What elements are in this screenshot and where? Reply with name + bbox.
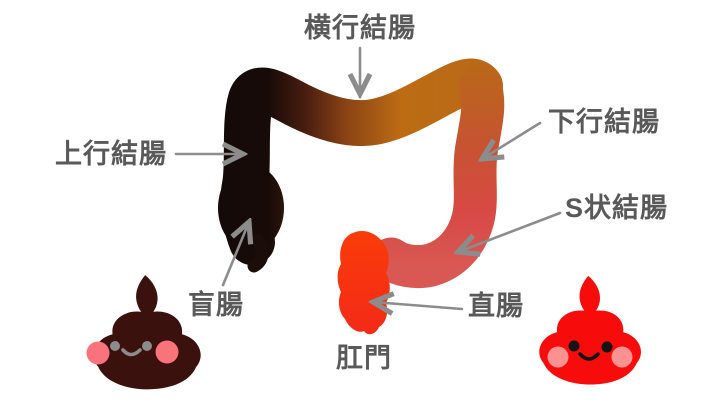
pointer-cecum [221,222,249,287]
pointer-sigmoid-colon [458,211,562,252]
pointer-descending-colon [482,121,542,159]
blush-left [86,341,110,365]
label-anus: 肛門 [336,343,392,373]
eye-right [142,341,152,351]
poop-body [539,275,641,385]
eye-left [110,341,120,351]
rectum-shape [337,231,390,335]
smile-mouth [121,348,142,357]
red-poop-character [539,275,641,385]
dark-poop-character [86,275,201,390]
descending-sigmoid-colon-shape [369,64,505,289]
pointer-rectum [373,302,464,309]
label-descending-colon: 下行結腸 [548,107,660,137]
blush-right [611,346,633,368]
label-ascending-colon: 上行結腸 [55,139,167,169]
smile-mouth [578,352,600,361]
eye-left [568,340,580,352]
label-transverse-colon: 横行結腸 [304,13,416,43]
poop-body [93,275,201,390]
appendix-tail-shape [247,233,269,273]
cecum-shape [218,165,284,251]
blush-right [155,340,179,364]
label-rectum: 直腸 [468,291,524,321]
label-cecum: 盲腸 [188,290,244,320]
blush-left [547,346,569,368]
label-sigmoid-colon: S状結腸 [565,193,669,223]
eye-right [601,341,613,353]
